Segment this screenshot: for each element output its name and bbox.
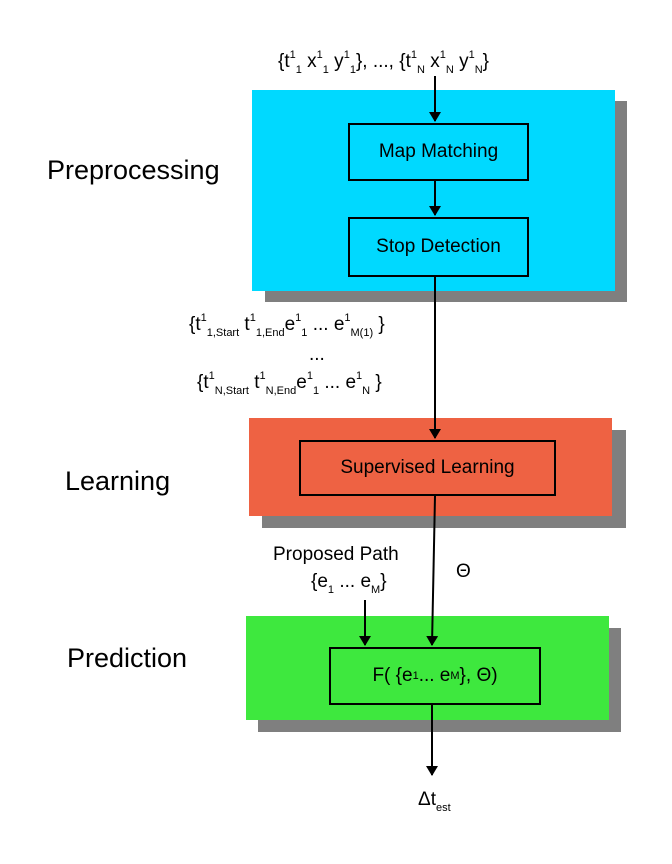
formula-close: }, Θ) [459,665,498,686]
trips-label-line-1: {t11,Start t11,Ende11 ... e1M(1) } [189,312,385,339]
formula-sub-m: M [450,670,460,682]
input-trajectory-label: {t11 x11 y11}, ..., {t1N x1N y1N} [278,49,490,76]
supervised-learning-box: Supervised Learning [299,440,556,496]
trips-label-line-2: {t1N,Start t1N,Ende11 ... e1N } [197,370,382,397]
stop-detection-box: Stop Detection [348,217,529,277]
prediction-panel [246,616,609,720]
stage-label-prediction: Prediction [67,643,188,673]
formula-sub-1: 1 [412,670,419,682]
stage-label-learning: Learning [65,466,171,496]
trips-ellipsis: ... [309,344,325,365]
theta-parameter-label: Θ [456,561,471,582]
map-matching-box: Map Matching [348,123,529,181]
output-travel-time-label: Δtest [418,789,451,814]
stage-label-preprocessing: Preprocessing [47,155,220,185]
proposed-path-edges: {e1 ... eM} [311,571,387,596]
arrow-learning-to-prediction [426,495,439,646]
proposed-path-title: Proposed Path [273,544,399,565]
formula-mid: ... e [418,665,451,686]
formula-open: F( {e [372,665,413,686]
